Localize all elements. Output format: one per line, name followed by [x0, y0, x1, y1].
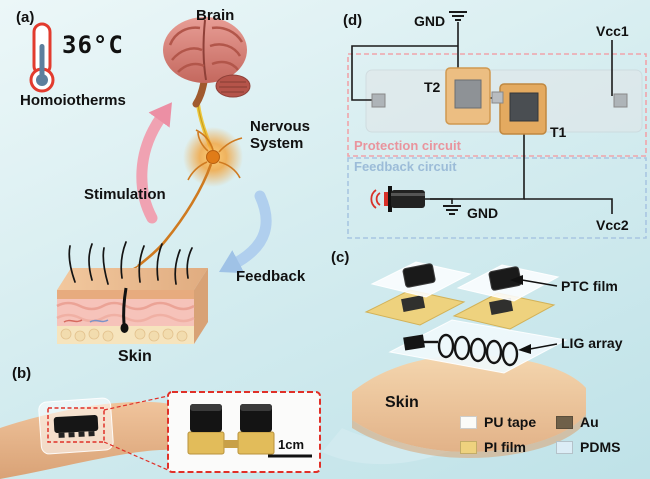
vcc1-label: Vcc1 [596, 23, 629, 39]
feedback-arrow [218, 190, 272, 274]
stimulation-arrow [136, 102, 172, 224]
device-highlight-box [47, 407, 105, 443]
temperature-readout: 36°C [62, 31, 124, 59]
scale-bar-label: 1cm [278, 437, 305, 452]
ground-symbol-bottom [443, 205, 461, 215]
skin-3d [352, 355, 586, 458]
skin-hairs [68, 241, 193, 285]
legend-item-pdms: PDMS [556, 439, 648, 455]
feedback-label: Feedback [236, 268, 306, 285]
brain-label: Brain [196, 7, 235, 24]
stimulation-label: Stimulation [84, 186, 166, 203]
circuit-lead-pad [371, 93, 386, 108]
legend-item-pi-film: PI film [460, 439, 556, 455]
legend-swatch-au [556, 415, 573, 429]
lig-array-label: LIG array [561, 335, 623, 351]
skin-label-c: Skin [385, 394, 419, 411]
vibration-motors [190, 404, 272, 432]
protection-circuit-box [347, 53, 647, 157]
feedback-circuit-box [347, 157, 647, 239]
ptc-leader-arrow [510, 275, 523, 285]
transistor-t1 [499, 83, 547, 135]
t2-label: T2 [424, 79, 441, 95]
ptc-film-square [402, 263, 436, 288]
legend-label: Au [580, 414, 599, 430]
legend-label: PI film [484, 439, 527, 455]
circuit-lead-pad [613, 93, 628, 108]
panel-d-label: (d) [343, 12, 363, 29]
legend-swatch-pu-tape [460, 415, 477, 429]
vcc2-label: Vcc2 [596, 217, 629, 233]
legend: PU tape Au PI film PDMS [460, 414, 648, 455]
wearable-device [53, 415, 99, 438]
ptc-film-label: PTC film [561, 278, 618, 294]
circuit-wires [351, 22, 613, 214]
thermometer-icon [29, 22, 55, 93]
panel-b-label: (b) [12, 365, 32, 382]
homoiotherms-label: Homoiotherms [20, 92, 126, 109]
pdms-sheet [388, 319, 568, 374]
skin-cross-section [56, 241, 208, 344]
protection-circuit-label: Protection circuit [354, 138, 461, 153]
legend-item-au: Au [556, 414, 648, 430]
legend-label: PU tape [484, 414, 537, 430]
feedback-circuit-label: Feedback circuit [354, 159, 457, 174]
exploded-stack [364, 261, 568, 374]
panel-a-label: (a) [16, 9, 35, 26]
panel-c-label: (c) [331, 249, 350, 266]
legend-item-pu-tape: PU tape [460, 414, 556, 430]
brain-illustration [163, 17, 251, 151]
arm-photo [0, 395, 200, 479]
skin-label-a: Skin [118, 348, 152, 365]
inset-magnified-device [167, 391, 321, 473]
circuit-diagram [347, 11, 647, 239]
ground-symbol-top [449, 11, 467, 21]
lig-leader-arrow [518, 344, 531, 354]
circuit-lead-pad [491, 91, 504, 104]
legend-swatch-pdms [556, 440, 573, 454]
t1-label: T1 [550, 124, 567, 140]
legend-swatch-pi-film [460, 440, 477, 454]
hair-follicle [122, 287, 128, 325]
legend-label: PDMS [580, 439, 621, 455]
gnd-top-label: GND [414, 13, 446, 29]
vibration-motor-icon [370, 186, 425, 212]
nervous-system-label: Nervous System [250, 118, 311, 152]
gnd-bottom-label: GND [467, 205, 499, 221]
lig-array-coil [403, 333, 519, 367]
transistor-t2 [445, 67, 491, 125]
neuron-illustration [119, 127, 243, 283]
ptc-film-square [488, 266, 522, 291]
